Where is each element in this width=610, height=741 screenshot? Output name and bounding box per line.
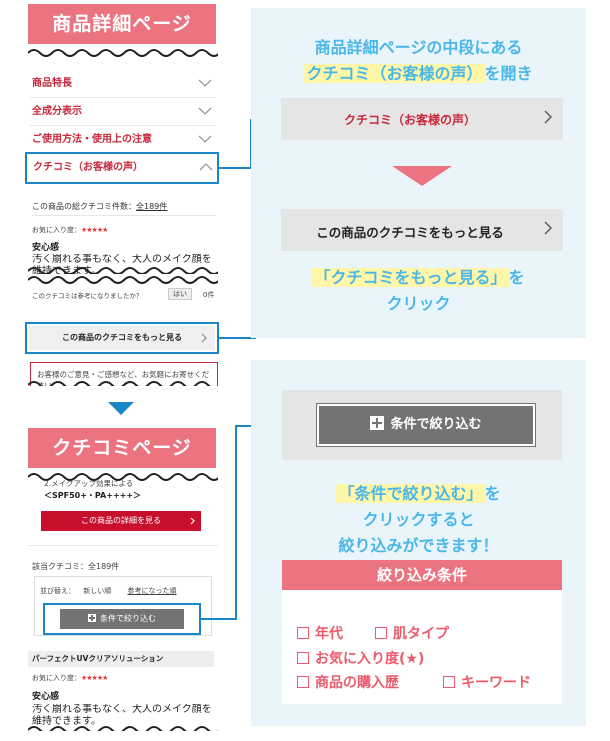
- chevron-down-icon: [198, 79, 212, 87]
- condition-skin-type[interactable]: 肌タイプ: [375, 623, 449, 643]
- highlight-frame: [25, 322, 219, 354]
- checkbox-icon: [443, 676, 455, 688]
- condition-rating[interactable]: お気に入り度(★): [297, 648, 424, 668]
- reviews-tab-sample[interactable]: クチコミ（お客様の声）: [281, 98, 563, 140]
- product-desc-line1: 2.メイクアップ効果による: [44, 479, 134, 488]
- helpful-question: このクチコミは参考になりましたか？: [32, 292, 143, 300]
- chevron-right-icon: [201, 333, 207, 343]
- review-body: 汚く崩れる事もなく、大人のメイク顔を維持できます。: [32, 704, 212, 727]
- more-reviews-sample[interactable]: この商品のクチコミをもっと見る: [281, 209, 563, 251]
- rating-stars: ★★★★★: [81, 226, 108, 234]
- condition-age[interactable]: 年代: [297, 623, 343, 643]
- plus-icon: [88, 614, 96, 622]
- sort-new-link[interactable]: 新しい順: [83, 587, 112, 595]
- wavy-divider: [28, 49, 218, 57]
- panel1-title-line1: 商品詳細ページの中段にある: [314, 38, 523, 57]
- menu-item-label: 全成分表示: [32, 106, 82, 117]
- tear-mask: [28, 274, 220, 282]
- sort-filter-box: [34, 576, 212, 636]
- chevron-right-icon: [544, 110, 552, 124]
- tear-mask: [28, 386, 220, 400]
- checkbox-icon: [297, 676, 309, 688]
- rating-line: お気に入り度：★★★★★: [32, 226, 108, 234]
- panel1-instruction-line2: クリック: [386, 294, 451, 313]
- tear-mask: [28, 731, 220, 741]
- review-count-line: この商品の総クチコミ件数：全189件: [32, 201, 216, 216]
- review-count-link[interactable]: 全189件: [136, 202, 168, 211]
- helpful-yes-button[interactable]: はい: [168, 288, 192, 300]
- connector-line: [219, 167, 251, 169]
- instruction-panel-1: 商品詳細ページの中段にある クチコミ（お客様の声）を開き クチコミ（お客様の声）…: [251, 8, 586, 338]
- plus-icon: [370, 416, 385, 430]
- divider: [28, 545, 218, 546]
- filter-button-small[interactable]: 条件で絞り込む: [60, 609, 184, 629]
- more-reviews-button[interactable]: この商品のクチコミをもっと見る: [29, 326, 215, 350]
- product-detail-page-title: 商品詳細ページ: [28, 4, 216, 44]
- panel2-instruction-line2: クリックすると: [362, 510, 475, 529]
- wavy-divider: [28, 267, 218, 275]
- highlight-frame: [43, 603, 201, 635]
- panel2-instruction-line1: 「条件で絞り込む」を: [336, 484, 501, 503]
- review-title: 安心感: [32, 692, 60, 702]
- panel1-instruction-line1: 「クチコミをもっと見る」を: [312, 268, 525, 287]
- connector-line: [219, 337, 256, 339]
- conditions-title: 絞り込み条件: [282, 560, 562, 590]
- condition-keyword[interactable]: キーワード: [443, 672, 531, 692]
- chevron-right-icon: [190, 517, 195, 525]
- chevron-up-icon: [199, 163, 213, 171]
- down-arrow-icon: [392, 166, 452, 186]
- menu-item-features[interactable]: 商品特長: [30, 70, 216, 98]
- menu-item-usage[interactable]: ご使用方法・使用上の注意: [30, 126, 216, 154]
- product-desc-line2: ＜SPF50+・PA++++＞: [44, 491, 142, 500]
- menu-item-ingredients[interactable]: 全成分表示: [30, 98, 216, 126]
- panel2-instruction-line3: 絞り込みができます！: [338, 536, 499, 555]
- menu-item-label: クチコミ（お客様の声）: [33, 162, 143, 173]
- filter-button-sample[interactable]: 条件で絞り込む: [316, 403, 536, 447]
- product-name-bar: パーフェクトUVクリアソリューション: [28, 651, 214, 667]
- wavy-divider: [28, 276, 218, 284]
- panel1-title-line2: クチコミ（お客様の声）を開き: [304, 64, 533, 83]
- chevron-right-icon: [544, 221, 552, 235]
- condition-purchase-history[interactable]: 商品の購入歴: [297, 672, 399, 692]
- wavy-divider: [28, 473, 218, 481]
- connector-line: [235, 425, 237, 620]
- applicable-count: 該当クチコミ：全189件: [32, 562, 120, 571]
- helpful-count: 0件: [203, 291, 215, 299]
- down-arrow-icon: [108, 402, 134, 415]
- sort-helpful-link[interactable]: 参考になった順: [127, 587, 177, 595]
- checkbox-icon: [375, 627, 387, 639]
- menu-item-reviews[interactable]: クチコミ（お客様の声）: [25, 152, 219, 184]
- rating-stars: ★★★★★: [81, 674, 108, 682]
- review-title: 安心感: [32, 243, 60, 253]
- review-body: 汚く崩れる事もなく、大人のメイク顔を維持できます。: [32, 254, 212, 276]
- reviews-page-title: クチコミページ: [28, 428, 216, 468]
- conditions-box: [282, 590, 562, 704]
- chevron-down-icon: [198, 107, 212, 115]
- menu-item-label: ご使用方法・使用上の注意: [32, 134, 152, 145]
- connector-line: [201, 618, 237, 620]
- menu-item-label: 商品特長: [32, 78, 72, 89]
- product-detail-button[interactable]: この商品の詳細を見る: [41, 511, 201, 531]
- rating-line: お気に入り度：★★★★★: [32, 674, 108, 682]
- checkbox-icon: [297, 652, 309, 664]
- chevron-down-icon: [198, 135, 212, 143]
- sort-row: 並び替え： 新しい順 参考になった順: [40, 587, 177, 595]
- checkbox-icon: [297, 627, 309, 639]
